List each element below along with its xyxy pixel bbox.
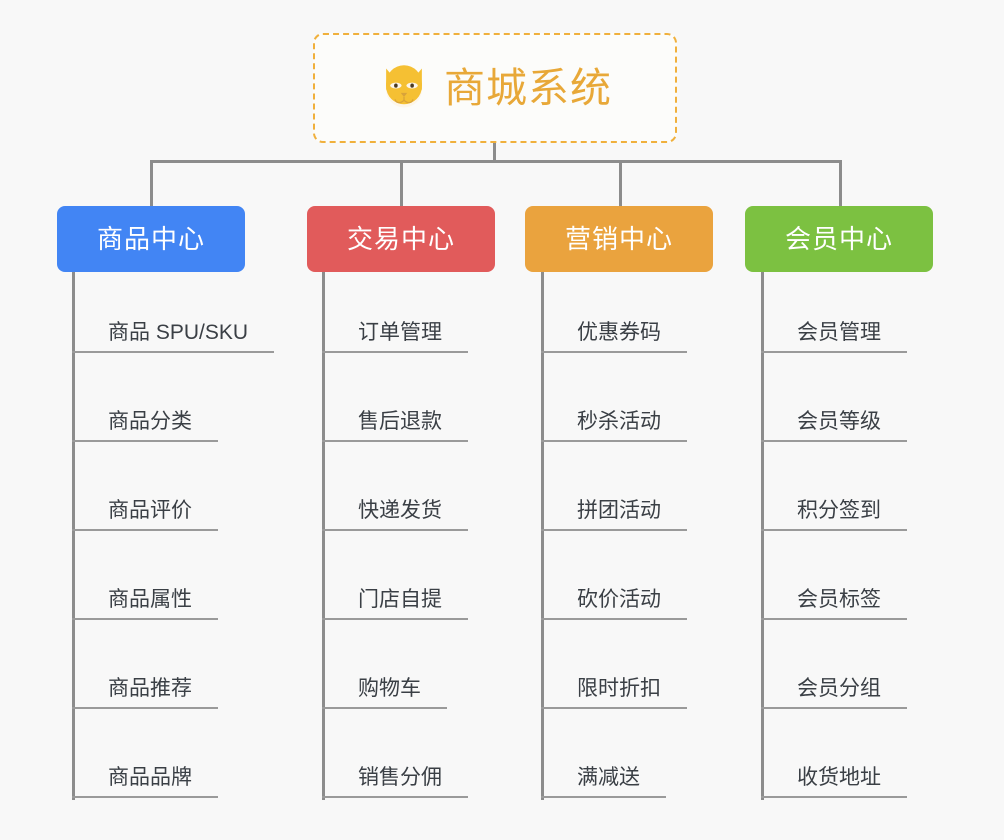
leaf-label: 销售分佣: [358, 765, 442, 789]
leaf-label: 会员等级: [797, 409, 881, 433]
leaf-label: 会员分组: [797, 676, 881, 700]
connector-drop-1: [150, 160, 153, 206]
leaf-label: 砍价活动: [577, 587, 661, 611]
leaf-spine-4: [761, 272, 764, 800]
category-label-4: 会员中心: [784, 224, 893, 254]
leaf-label: 限时折扣: [577, 676, 661, 700]
leaf-spine-3: [541, 272, 544, 800]
category-label-1: 商品中心: [96, 224, 205, 254]
leaf-label: 门店自提: [358, 587, 442, 611]
leaf-label: 快递发货: [358, 498, 442, 522]
category-box-1[interactable]: 商品中心: [57, 206, 245, 272]
leaf-spine-1: [72, 272, 75, 800]
leaf-label: 满减送: [577, 765, 640, 789]
connector-drop-3: [619, 160, 622, 206]
root-title: 商城系统: [444, 64, 612, 111]
leaf-label: 优惠券码: [577, 320, 661, 344]
root-node-mall-system[interactable]: 商城系统: [313, 33, 677, 143]
leaf-label: 购物车: [358, 676, 421, 700]
leaf-label: 积分签到: [797, 498, 881, 522]
category-label-3: 营销中心: [564, 224, 673, 254]
leaf-label: 商品评价: [108, 498, 192, 522]
leaf-label: 拼团活动: [577, 498, 661, 522]
category-box-4[interactable]: 会员中心: [745, 206, 933, 272]
leaf-label: 收货地址: [797, 765, 881, 789]
leaf-label: 商品推荐: [108, 676, 192, 700]
leaf-label: 售后退款: [358, 409, 442, 433]
leaf-label: 秒杀活动: [577, 409, 661, 433]
shiba-dog-face-icon: [386, 65, 422, 108]
leaf-spine-2: [322, 272, 325, 800]
connector-drop-2: [400, 160, 403, 206]
connector-root-stem: [493, 143, 496, 162]
leaf-label: 商品分类: [108, 409, 192, 433]
leaf-label: 会员标签: [797, 587, 881, 611]
connector-drop-4: [839, 160, 842, 206]
category-label-2: 交易中心: [346, 224, 455, 254]
leaf-label: 会员管理: [797, 320, 881, 344]
leaf-label: 订单管理: [358, 320, 442, 344]
leaf-label: 商品 SPU/SKU: [108, 320, 249, 344]
category-box-3[interactable]: 营销中心: [525, 206, 713, 272]
connector-horizontal-bar: [151, 160, 842, 163]
leaf-label: 商品品牌: [108, 765, 192, 789]
leaf-label: 商品属性: [108, 587, 192, 611]
category-box-2[interactable]: 交易中心: [307, 206, 495, 272]
